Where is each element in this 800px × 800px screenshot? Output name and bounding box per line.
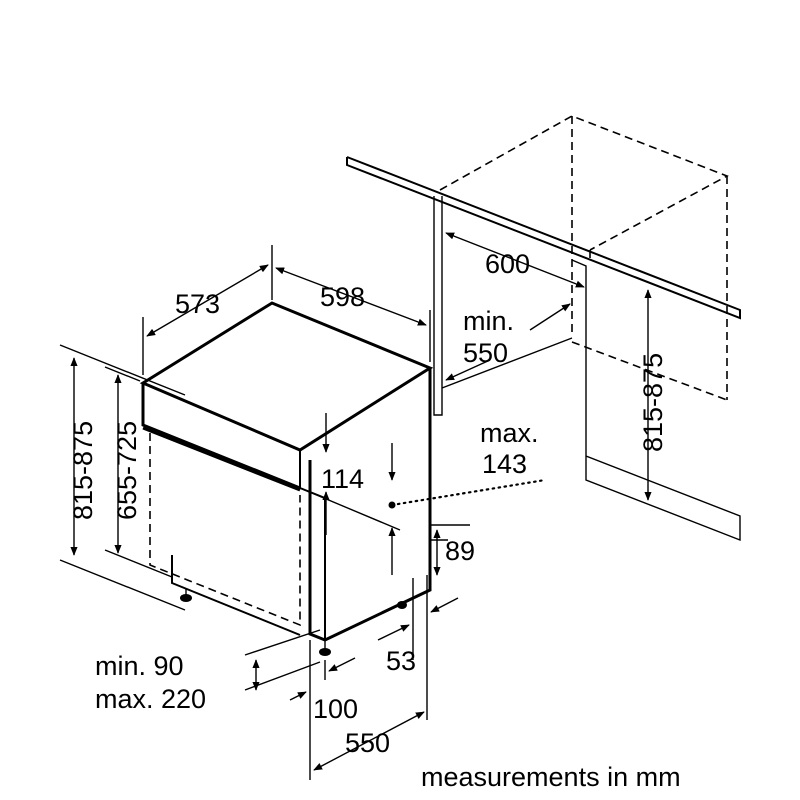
label-550-depth: 550 <box>345 728 390 758</box>
label-53: 53 <box>386 646 416 676</box>
label-815-875-right: 815-875 <box>638 353 668 452</box>
label-plinth-line1: min. 90 <box>95 651 184 681</box>
dishwasher-body <box>139 301 434 656</box>
control-panel-front <box>141 383 301 490</box>
dimension-lines <box>59 232 652 780</box>
worktop-edge <box>346 156 741 320</box>
label-100: 100 <box>313 694 358 724</box>
dim-arrow-53-left <box>377 624 410 641</box>
label-600: 600 <box>485 249 530 279</box>
leader-143-dot <box>388 501 396 509</box>
dim-arrow-100-left <box>289 691 307 701</box>
left-cabinet-side <box>433 196 443 416</box>
caption-measurements: measurements in mm <box>421 762 681 792</box>
label-114: 114 <box>321 464 364 494</box>
ext-line <box>104 366 141 382</box>
niche-top-dashed <box>439 115 729 251</box>
label-573: 573 <box>175 289 220 319</box>
dim-line-550-niche-top <box>529 303 571 331</box>
worktop-and-niche <box>346 115 741 542</box>
dimension-labels: 573 598 600 min. 550 max. 143 114 815-87… <box>68 249 681 792</box>
dim-line-573 <box>146 264 269 337</box>
ext-line <box>244 629 321 656</box>
right-cabinet-side <box>571 259 741 542</box>
foot-rear-right <box>397 601 407 609</box>
label-min-550-line2: 550 <box>463 338 508 368</box>
leader-143 <box>390 478 547 507</box>
door-outline-dashed <box>149 433 301 627</box>
dishwasher-right-side <box>308 368 432 642</box>
label-max-143-line1: max. <box>480 418 539 448</box>
label-598: 598 <box>320 282 365 312</box>
ext-line <box>59 344 186 396</box>
niche-floor-line <box>441 337 573 389</box>
label-655-725: 655-725 <box>112 421 142 520</box>
label-min-550-line1: min. <box>463 306 514 336</box>
ext-line <box>299 487 401 531</box>
dim-arrow-53-right <box>430 597 459 613</box>
panel-seam <box>142 426 301 492</box>
dim-line-550-niche-bottom <box>445 359 491 381</box>
dim-arrow-100-right <box>328 657 356 672</box>
label-815-875-left: 815-875 <box>68 421 98 520</box>
dim-line-598 <box>275 267 427 326</box>
label-max-143-line2: 143 <box>482 449 527 479</box>
dishwasher-top <box>139 301 434 452</box>
label-plinth-line2: max. 220 <box>95 684 206 714</box>
plinth-left <box>171 555 301 636</box>
label-89: 89 <box>445 536 475 566</box>
ext-line <box>104 549 173 578</box>
dim-line-550-depth <box>313 711 425 771</box>
dim-line-600 <box>445 232 585 288</box>
ext-line <box>59 559 186 611</box>
